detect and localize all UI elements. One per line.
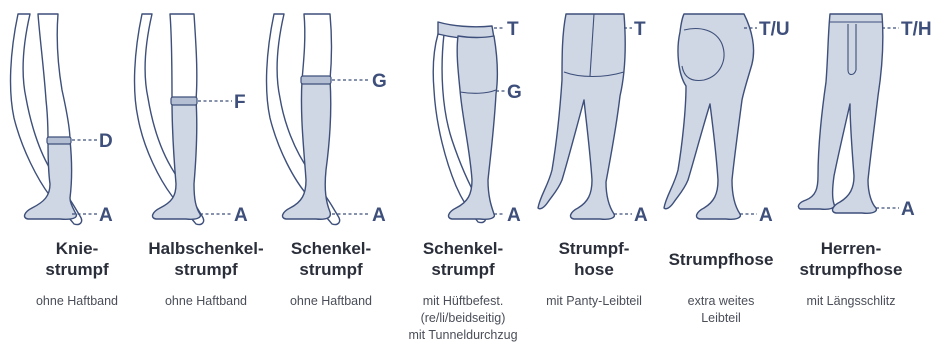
mens-pantyhose	[798, 14, 882, 213]
figure-title: Schenkel- strumpf	[398, 238, 528, 280]
marker-g: G	[372, 71, 387, 92]
marker-a: A	[759, 205, 773, 226]
title-line: strumpf	[398, 259, 528, 280]
marker-a: A	[234, 205, 248, 226]
hip-belt	[438, 22, 494, 39]
figure-title: Knie- strumpf	[12, 238, 142, 280]
maternity-pantyhose	[664, 14, 754, 219]
thigh-stocking-with-hip	[449, 36, 498, 219]
figure-halbschenkelstrumpf: F A	[135, 14, 248, 226]
description-line: mit Längsschlitz	[786, 293, 916, 310]
title-line: strumpf	[141, 259, 271, 280]
figure-title: Schenkel- strumpf	[266, 238, 396, 280]
figure-description: mit Hüftbefest. (re/li/beidseitig) mit T…	[398, 293, 528, 344]
title-line: strumpf	[266, 259, 396, 280]
marker-f: F	[234, 92, 246, 113]
title-line: Knie-	[12, 238, 142, 259]
description-line: mit Tunneldurchzug	[398, 327, 528, 344]
description-line: mit Panty-Leibteil	[529, 293, 659, 310]
figure-description: ohne Haftband	[266, 293, 396, 310]
figure-schenkelstrumpf-hueftbefestigung: T G A	[433, 19, 522, 226]
stocking-band	[171, 97, 197, 105]
description-line: ohne Haftband	[266, 293, 396, 310]
description-line: mit Hüftbefest.	[398, 293, 528, 310]
figure-schenkelstrumpf: G A	[267, 14, 387, 226]
marker-t: T	[507, 19, 519, 40]
title-line: strumpfhose	[786, 259, 916, 280]
figure-herrenstrumpfhose: T/H A	[798, 14, 931, 220]
stocking-band	[47, 137, 71, 144]
figure-description: ohne Haftband	[141, 293, 271, 310]
pantyhose	[538, 14, 625, 219]
figure-strumpfhose: T A	[538, 14, 648, 226]
figure-description: ohne Haftband	[12, 293, 142, 310]
title-line: hose	[529, 259, 659, 280]
figure-title: Strumpf- hose	[529, 238, 659, 280]
front-leg-upper	[170, 14, 197, 100]
title-line: Herren-	[786, 238, 916, 259]
stocking-band	[301, 76, 331, 84]
marker-g: G	[507, 82, 522, 103]
title-line: Strumpf-	[529, 238, 659, 259]
marker-a: A	[634, 205, 648, 226]
front-leg-upper	[302, 14, 332, 80]
marker-a: A	[99, 205, 113, 226]
marker-a: A	[372, 205, 386, 226]
figure-strumpfhose-extra-weit: T/U A	[664, 14, 790, 226]
description-line: Leibteil	[656, 310, 786, 327]
description-line: extra weites	[656, 293, 786, 310]
figure-title: Herren- strumpfhose	[786, 238, 916, 280]
marker-th: T/H	[901, 19, 932, 40]
title-line: Halbschenkel-	[141, 238, 271, 259]
marker-t: T	[634, 19, 646, 40]
figure-title: Strumpfhose	[656, 249, 786, 270]
marker-a: A	[507, 205, 521, 226]
marker-d: D	[99, 131, 113, 152]
description-line: (re/li/beidseitig)	[398, 310, 528, 327]
title-line: Schenkel-	[266, 238, 396, 259]
figure-description: mit Panty-Leibteil	[529, 293, 659, 310]
figure-description: mit Längsschlitz	[786, 293, 916, 310]
description-line: ohne Haftband	[12, 293, 142, 310]
description-line: ohne Haftband	[141, 293, 271, 310]
figure-title: Halbschenkel- strumpf	[141, 238, 271, 280]
title-line: Strumpfhose	[656, 249, 786, 270]
marker-a: A	[901, 199, 915, 220]
title-line: strumpf	[12, 259, 142, 280]
front-leg-upper	[38, 14, 70, 140]
marker-tu: T/U	[759, 19, 790, 40]
title-line: Schenkel-	[398, 238, 528, 259]
figure-kniestrumpf: D A	[11, 14, 113, 226]
figure-description: extra weites Leibteil	[656, 293, 786, 327]
